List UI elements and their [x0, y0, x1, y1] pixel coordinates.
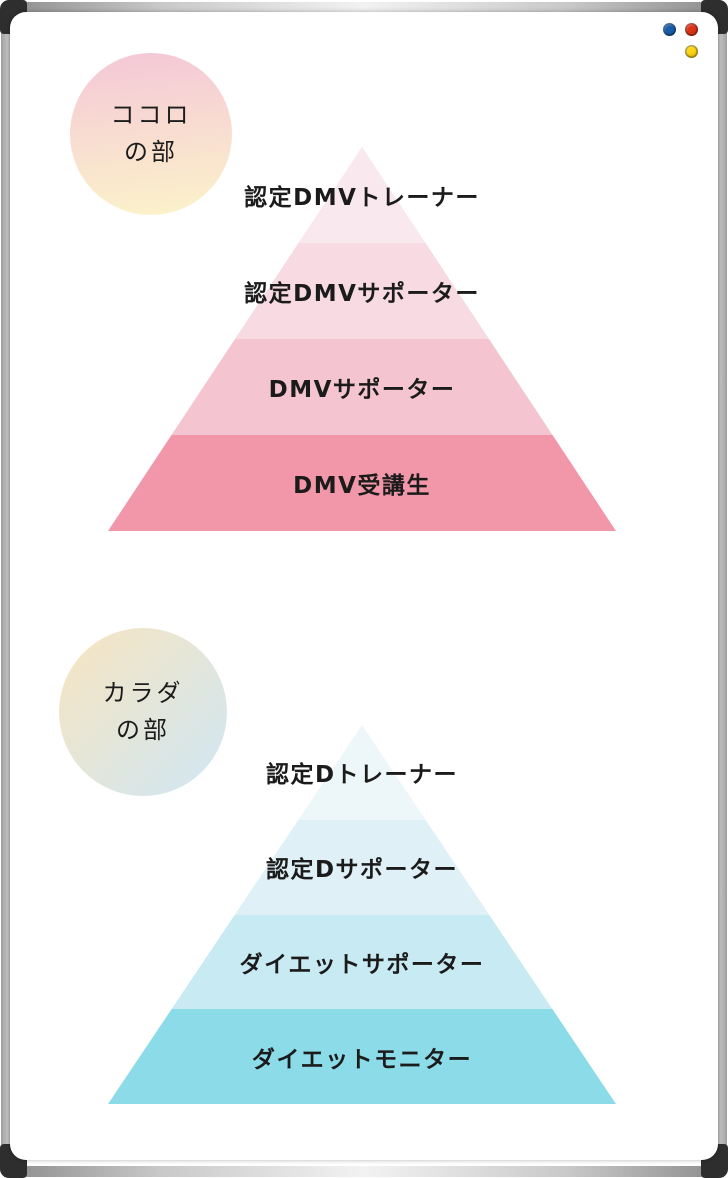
- tier-label: ダイエットサポーター: [239, 951, 485, 978]
- pyramid-karada: 認定Dトレーナー 認定Dサポーター ダイエットサポーター ダイエットモニター: [108, 725, 616, 1104]
- tier-label: 認定Dトレーナー: [265, 762, 459, 789]
- section-badge-karada: カラダ の部: [59, 628, 227, 796]
- tier-label: 認定DMVトレーナー: [244, 185, 480, 211]
- frame-top-bar: [4, 2, 724, 13]
- frame-bottom-bar: [4, 1166, 724, 1177]
- magnet-yellow-icon: [685, 45, 698, 58]
- tier-label: DMV受講生: [293, 473, 431, 499]
- pyramid-kokoro: 認定DMVトレーナー 認定DMVサポーター DMVサポーター DMV受講生: [108, 147, 616, 531]
- frame-right-rail: [716, 6, 727, 1172]
- badge-karada-line2: の部: [116, 716, 170, 744]
- pyramid-tier: [108, 1009, 616, 1104]
- section-badge-kokoro: ココロ の部: [70, 53, 232, 215]
- tier-label: 認定DMVサポーター: [244, 281, 480, 307]
- magnet-blue-icon: [663, 23, 676, 36]
- badge-kokoro-line2: の部: [124, 138, 178, 166]
- tier-label: DMVサポーター: [268, 377, 456, 403]
- badge-karada-line1: カラダ: [102, 679, 184, 707]
- pyramid-tier: [108, 435, 616, 531]
- frame-left-rail: [1, 6, 12, 1172]
- tier-label: 認定Dサポーター: [265, 857, 459, 884]
- badge-kokoro-line1: ココロ: [110, 101, 192, 129]
- magnet-red-icon: [685, 23, 698, 36]
- tier-label: ダイエットモニター: [251, 1046, 473, 1073]
